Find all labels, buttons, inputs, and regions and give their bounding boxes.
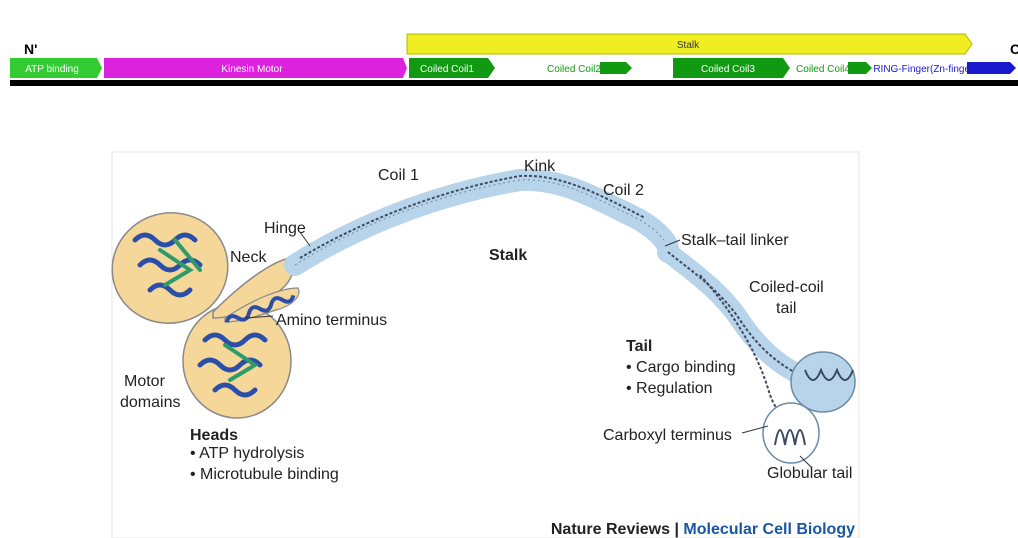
- domain-bar: N' C Stalk ATP binding Kinesin Motor Coi…: [10, 34, 1018, 86]
- tail-item-cargo: • Cargo binding: [626, 359, 736, 376]
- domain-coiled-coil3-label: Coiled Coil3: [701, 64, 755, 75]
- coil1-label: Coil 1: [378, 167, 419, 184]
- heads-item-atp: • ATP hydrolysis: [190, 445, 304, 462]
- domain-atp-binding-label: ATP binding: [25, 64, 79, 75]
- domain-coiled-coil4-label: Coiled Coil4: [796, 64, 850, 75]
- figure-credit: Nature Reviews | Molecular Cell Biology: [551, 521, 855, 538]
- bar-baseline: [10, 80, 1018, 86]
- tail-title: Tail: [626, 338, 652, 355]
- stalk-arrow-label: Stalk: [677, 40, 700, 51]
- domain-coiled-coil2: [600, 62, 632, 74]
- motor-domains-label-1: Motor: [124, 373, 166, 390]
- domain-kinesin-motor-label: Kinesin Motor: [221, 64, 283, 75]
- motor-domains-label-2: domains: [120, 394, 180, 411]
- globular-tail-lower: [763, 403, 819, 463]
- credit-section: Molecular Cell Biology: [683, 521, 855, 538]
- heads-title: Heads: [190, 427, 238, 444]
- n-terminus-label: N': [24, 41, 37, 57]
- kinesin-structure-figure: Coil 1 Kink Coil 2 Hinge Neck Stalk Stal…: [100, 152, 859, 538]
- coiled-coil-tail-label-2: tail: [776, 300, 796, 317]
- kink-label: Kink: [524, 158, 556, 175]
- stalk-tail-linker-label: Stalk–tail linker: [681, 232, 789, 249]
- c-terminus-label: C: [1010, 41, 1018, 57]
- coil2-label: Coil 2: [603, 182, 644, 199]
- domain-ring-finger: [967, 62, 1016, 74]
- heads-item-microtubule: • Microtubule binding: [190, 466, 339, 483]
- hinge-label: Hinge: [264, 220, 306, 237]
- domain-coiled-coil2-label: Coiled Coil2: [547, 64, 601, 75]
- credit-separator: |: [670, 521, 683, 538]
- amino-terminus-label: Amino terminus: [276, 312, 387, 329]
- tail-item-regulation: • Regulation: [626, 380, 713, 397]
- credit-journal: Nature Reviews: [551, 521, 670, 538]
- stalk-label: Stalk: [489, 247, 527, 264]
- domain-coiled-coil1-label: Coiled Coil1: [420, 64, 474, 75]
- domain-coiled-coil4: [848, 62, 872, 74]
- neck-label: Neck: [230, 249, 267, 266]
- domain-ring-finger-label: RING-Finger(Zn-finger): [873, 64, 976, 75]
- carboxyl-terminus-label: Carboxyl terminus: [603, 427, 732, 444]
- globular-tail-label: Globular tail: [767, 465, 852, 482]
- coiled-coil-tail-label-1: Coiled-coil: [749, 279, 824, 296]
- globular-tail-upper: [791, 352, 855, 412]
